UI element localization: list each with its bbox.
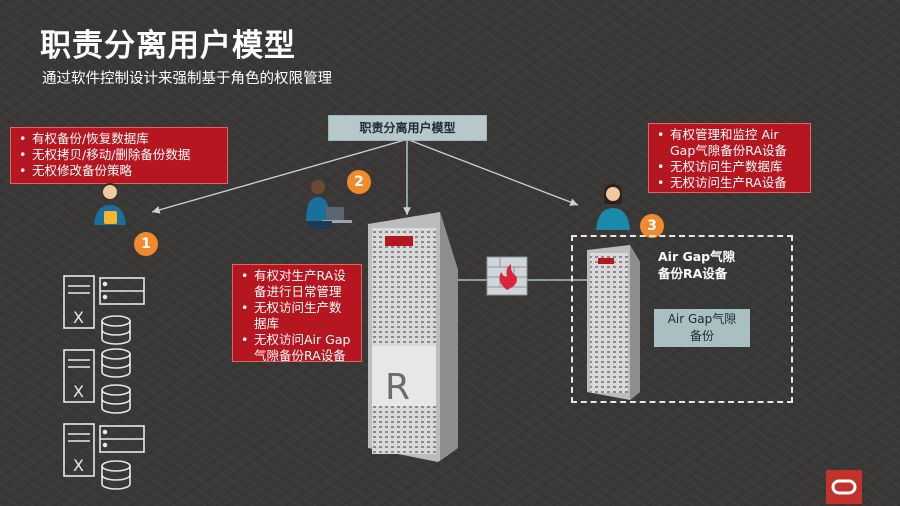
step-1-badge: 1 (134, 232, 158, 256)
arrow-to-role1 (151, 139, 406, 214)
airgap-device-label: Air Gap气隙备份RA设备 (658, 249, 736, 281)
role3-item: 有权管理和监控 Air Gap气隙备份RA设备 (657, 127, 802, 159)
airgap-backup-label: Air Gap气隙备份 (667, 312, 737, 343)
role3-item: 无权访问生产RA设备 (657, 175, 802, 191)
server-icon: X (63, 349, 95, 403)
oracle-logo-icon (826, 470, 862, 504)
role2-permissions: 有权对生产RA设备进行日常管理 无权访问生产数据库 无权访问Air Gap气隙备… (232, 264, 362, 364)
role2-item: 有权对生产RA设备进行日常管理 (241, 268, 353, 300)
role1-item: 有权备份/恢复数据库 (19, 131, 219, 147)
model-label: 职责分离用户模型 (328, 115, 487, 141)
role2-item: 无权访问生产数据库 (241, 300, 353, 332)
svg-text:X: X (73, 456, 84, 475)
database-icon (101, 348, 131, 414)
database-icon (101, 460, 131, 490)
rack-letter-r: R (385, 367, 410, 408)
role2-item: 无权访问Air Gap气隙备份RA设备 (241, 332, 353, 364)
role3-item: 无权访问生产数据库 (657, 159, 802, 175)
arrow-to-role3 (408, 139, 579, 206)
role1-permissions: 有权备份/恢复数据库 无权拷贝/移动/删除备份数据 无权修改备份策略 (10, 127, 228, 184)
server-icon: X (63, 423, 145, 477)
role3-permissions: 有权管理和监控 Air Gap气隙备份RA设备 无权访问生产数据库 无权访问生产… (648, 123, 811, 193)
airgap-zone (571, 235, 793, 403)
role1-item: 无权修改备份策略 (19, 163, 219, 179)
database-icon (101, 315, 131, 345)
server-icon: X (63, 275, 145, 329)
role1-item: 无权拷贝/移动/删除备份数据 (19, 147, 219, 163)
airgap-backup-box: Air Gap气隙备份 (654, 309, 750, 347)
page-title: 职责分离用户模型 (40, 28, 296, 64)
svg-text:X: X (73, 382, 84, 401)
step-3-badge: 3 (640, 214, 664, 238)
page-subtitle: 通过软件控制设计来强制基于角色的权限管理 (42, 71, 332, 87)
svg-text:X: X (73, 308, 84, 327)
step-2-badge: 2 (347, 170, 371, 194)
